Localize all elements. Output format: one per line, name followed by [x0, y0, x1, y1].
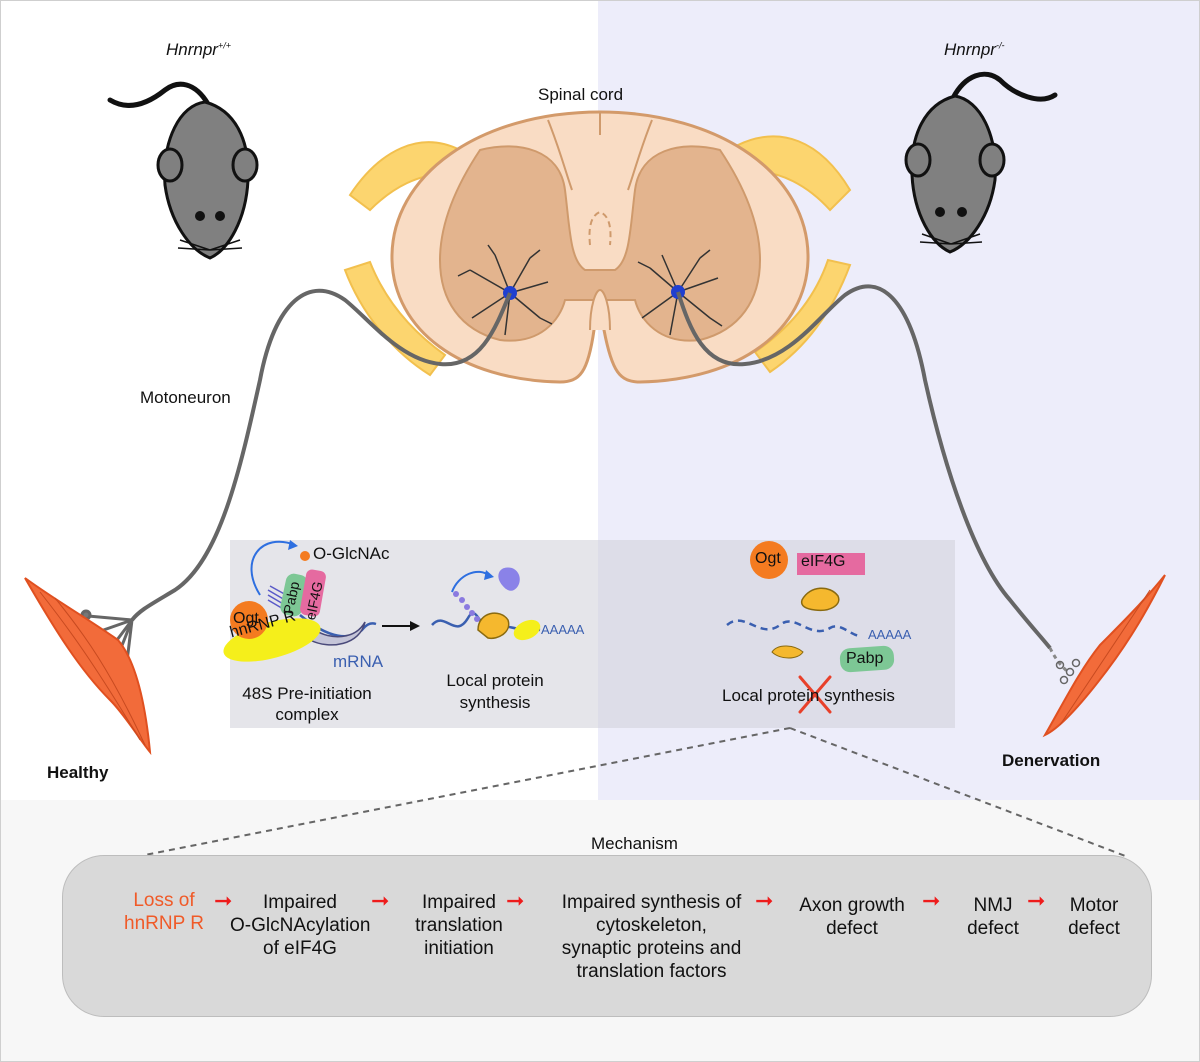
ko-polya-tail-label: AAAAA: [868, 627, 912, 642]
denervation-label: Denervation: [1002, 751, 1101, 770]
preinitiation-complex: [223, 540, 377, 662]
dashed-mrna: [726, 619, 861, 638]
wildtype-genotype-label: Hnrnpr+/+: [166, 40, 231, 59]
right-motoneuron-cell: [637, 249, 723, 336]
step-arrow-icon: ➞: [371, 888, 390, 913]
step-arrow-icon: ➞: [506, 888, 525, 913]
denervated-axon: [676, 284, 1052, 650]
curved-arrow-icon: [250, 540, 296, 596]
o-glcnac-dot: [300, 551, 310, 561]
eif4g-protein: [797, 553, 865, 575]
degenerating-axon: [1048, 647, 1069, 674]
polya-tail-label: AAAAA: [541, 622, 585, 637]
ribosome-large-subunit: [800, 587, 840, 612]
zoom-line-right: [789, 727, 1129, 858]
step-arrow-icon: ➞: [214, 888, 233, 913]
translating-ribosome: [431, 567, 541, 641]
hnrnpr-protein: [223, 618, 321, 662]
mechanism-box: [62, 855, 1152, 1017]
healthy-muscle: [24, 577, 152, 756]
healthy-label: Healthy: [47, 763, 109, 782]
step-arrow-icon: ➞: [922, 888, 941, 913]
o-glcnac-label: O-GlcNAc: [313, 544, 390, 563]
motoneuron-label: Motoneuron: [140, 388, 231, 407]
knockout-mouse-icon: [904, 71, 1058, 254]
ogt-protein: [230, 601, 268, 639]
ko-ogt-label: Ogt: [755, 550, 781, 567]
spinal-cord-label: Spinal cord: [538, 85, 624, 104]
ribosome-small-subunit: [771, 645, 804, 659]
denervated-muscle: [1042, 574, 1166, 738]
dorsal-roots: [343, 135, 852, 377]
mechanism-title: Mechanism: [591, 834, 678, 853]
ko-eif4g-label: eIF4G: [801, 553, 846, 570]
ogt-label: Ogt: [233, 610, 259, 627]
cross-icon: [798, 675, 832, 714]
step-arrow-icon: ➞: [1027, 888, 1046, 913]
knockout-genotype-label: Hnrnpr-/-: [944, 40, 1005, 59]
ribosome-small-subunit: [308, 621, 366, 646]
healthy-axon: [130, 288, 512, 622]
ko-local-synthesis-label: Local protein synthesis: [722, 686, 895, 705]
wildtype-mouse-icon: [107, 81, 259, 260]
ko-pabp-label: Pabp: [846, 650, 884, 667]
trna-icon: [267, 585, 289, 611]
step-arrow-icon: ➞: [755, 888, 774, 913]
pabp-protein: [839, 645, 895, 673]
ko-components: [726, 541, 895, 673]
mrna-label: mRNA: [333, 652, 384, 671]
ogt-protein: [750, 541, 788, 579]
eif4g-protein: [300, 569, 326, 617]
